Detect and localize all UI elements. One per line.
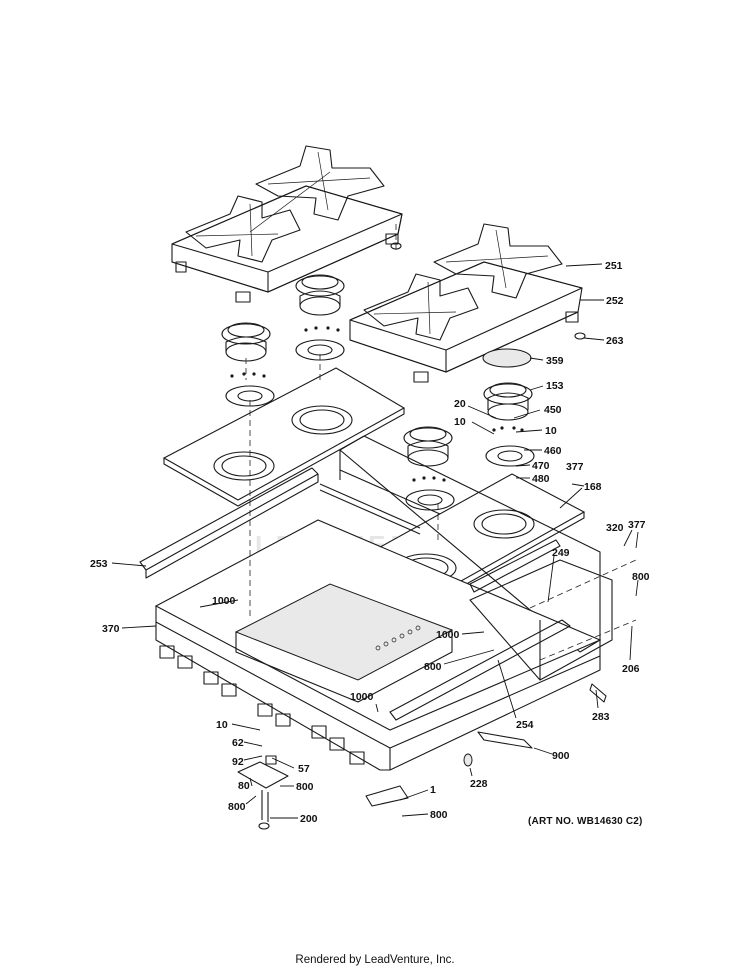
leader-lines xyxy=(111,263,639,819)
callout-153: 153 xyxy=(546,380,564,392)
bracket-253 xyxy=(139,467,319,579)
callout-168: 168 xyxy=(584,481,602,493)
callout-800: 800 xyxy=(632,571,650,583)
callout-377: 377 xyxy=(566,461,584,473)
callout-377: 377 xyxy=(628,519,646,531)
burner-assembly-right xyxy=(403,348,535,511)
callout-80: 80 xyxy=(238,780,250,792)
rail-900 xyxy=(477,731,533,749)
callout-1000: 1000 xyxy=(350,691,374,703)
callout-470: 470 xyxy=(532,460,550,472)
callout-253: 253 xyxy=(90,558,108,570)
callout-283: 283 xyxy=(592,711,610,723)
callout-10: 10 xyxy=(454,416,466,428)
art-number: (ART NO. WB14630 C2) xyxy=(528,816,643,827)
callout-20: 20 xyxy=(454,398,466,410)
callout-10: 10 xyxy=(216,719,228,731)
left-grate xyxy=(171,145,403,303)
assembly-lines xyxy=(245,222,637,661)
callout-800: 800 xyxy=(424,661,442,673)
callout-206: 206 xyxy=(622,663,640,675)
callout-252: 252 xyxy=(606,295,624,307)
callout-800: 800 xyxy=(296,781,314,793)
callout-92: 92 xyxy=(232,756,244,768)
callout-200: 200 xyxy=(300,813,318,825)
callout-57: 57 xyxy=(298,763,310,775)
callout-228: 228 xyxy=(470,778,488,790)
left-cooktop-plate xyxy=(162,367,406,507)
callout-254: 254 xyxy=(516,719,534,731)
callout-249: 249 xyxy=(552,547,570,559)
callout-labels: 251 252 263 359 153 20 450 10 10 460 470… xyxy=(90,260,650,825)
callout-460: 460 xyxy=(544,445,562,457)
callout-1: 1 xyxy=(430,784,436,796)
right-grate xyxy=(349,223,586,383)
callout-800: 800 xyxy=(228,801,246,813)
callout-263: 263 xyxy=(606,335,624,347)
callout-10: 10 xyxy=(545,425,557,437)
cooktop-chassis xyxy=(154,435,613,771)
callout-359: 359 xyxy=(546,355,564,367)
bracket-249 xyxy=(469,539,561,593)
callout-1000: 1000 xyxy=(212,595,236,607)
callout-450: 450 xyxy=(544,404,562,416)
callout-62: 62 xyxy=(232,737,244,749)
callout-370: 370 xyxy=(102,623,120,635)
callout-480: 480 xyxy=(532,473,550,485)
exploded-parts-diagram: 251 252 263 359 153 20 450 10 10 460 470… xyxy=(90,145,650,830)
igniter-parts xyxy=(237,683,607,830)
callout-800: 800 xyxy=(430,809,448,821)
callout-320: 320 xyxy=(606,522,624,534)
footer-credit: Rendered by LeadVenture, Inc. xyxy=(295,954,455,966)
callout-1000: 1000 xyxy=(436,629,460,641)
callout-251: 251 xyxy=(605,260,623,272)
callout-900: 900 xyxy=(552,750,570,762)
